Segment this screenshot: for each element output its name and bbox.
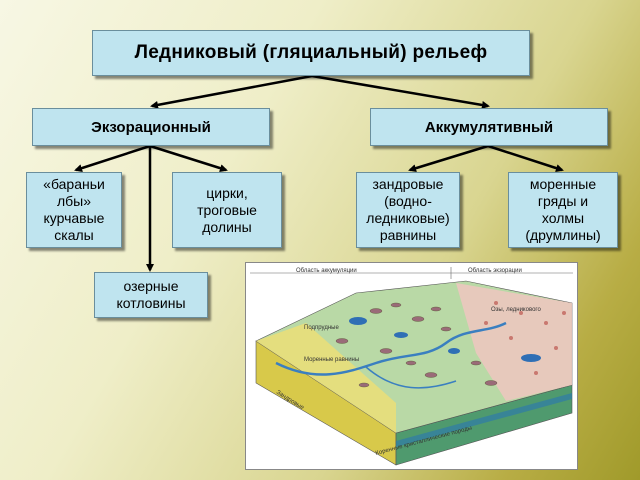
roche-moutonnee-node: «бараньи лбы» курчавые скалы xyxy=(26,172,122,248)
arrow-exoration-to-roche xyxy=(74,144,151,172)
arrow-title-to-accumulative xyxy=(311,74,490,109)
arrow-accumulative-to-outwash xyxy=(408,144,489,173)
roche-line-2: лбы» xyxy=(56,193,92,209)
outwash-line-4: равнины xyxy=(379,227,437,243)
cirques-line-2: троговые xyxy=(197,201,257,218)
label-dammed: Подпрудные xyxy=(304,325,339,331)
cirques-node: цирки, троговые долины xyxy=(172,172,282,248)
diagram-title: Ледниковый (гляциальный) рельеф xyxy=(92,30,530,76)
header-left-label: Область аккумуляции xyxy=(296,268,357,274)
lake xyxy=(394,332,408,338)
cirques-line-3: долины xyxy=(202,218,252,235)
lakes-line-1: озерные xyxy=(123,278,179,294)
outwash-zone xyxy=(256,323,396,433)
block-diagram: Область аккумуляции Область экзорации xyxy=(250,267,573,466)
lakes-line-2: котловины xyxy=(116,295,186,311)
outwash-line-1: зандровые xyxy=(372,176,444,192)
header-right-label: Область экзорации xyxy=(468,268,522,274)
roche-line-3: курчавые xyxy=(43,210,105,226)
outwash-line-3: ледниковые) xyxy=(366,210,450,226)
accumulative-node: Аккумулятивный xyxy=(370,108,608,146)
lake xyxy=(448,348,460,354)
exoration-label: Экзорационный xyxy=(91,118,211,136)
river xyxy=(275,321,507,376)
moraine-line-1: моренные xyxy=(529,176,597,192)
cirques-line-1: цирки, xyxy=(206,184,248,201)
moraine-node: моренные гряды и холмы (друмлины) xyxy=(508,172,618,248)
arrow-title-to-exoration xyxy=(150,74,313,109)
lake xyxy=(521,354,541,362)
moraine-line-4: (друмлины) xyxy=(525,227,601,243)
roche-line-4: скалы xyxy=(54,227,94,243)
glacial-relief-illustration: Область аккумуляции Область экзорации xyxy=(245,262,578,470)
outwash-line-2: (водно- xyxy=(384,193,432,209)
roche-line-1: «бараньи xyxy=(43,176,105,192)
lake-basins-node: озерные котловины xyxy=(94,272,208,318)
moraine-line-3: холмы xyxy=(541,210,585,226)
accumulative-label: Аккумулятивный xyxy=(424,118,554,136)
exoration-node: Экзорационный xyxy=(32,108,270,146)
outwash-plains-node: зандровые (водно- ледниковые) равнины xyxy=(356,172,460,248)
title-text: Ледниковый (гляциальный) рельеф xyxy=(134,42,488,63)
moraine-line-2: гряды и xyxy=(537,193,589,209)
label-esker: Озы, ледникового xyxy=(491,307,541,313)
label-moraine-plains: Моренные равнины xyxy=(304,357,359,363)
lake xyxy=(349,317,367,325)
arrow-exoration-to-cirques xyxy=(149,144,228,173)
exoration-zone xyxy=(456,283,572,401)
arrow-accumulative-to-moraine xyxy=(487,144,564,172)
